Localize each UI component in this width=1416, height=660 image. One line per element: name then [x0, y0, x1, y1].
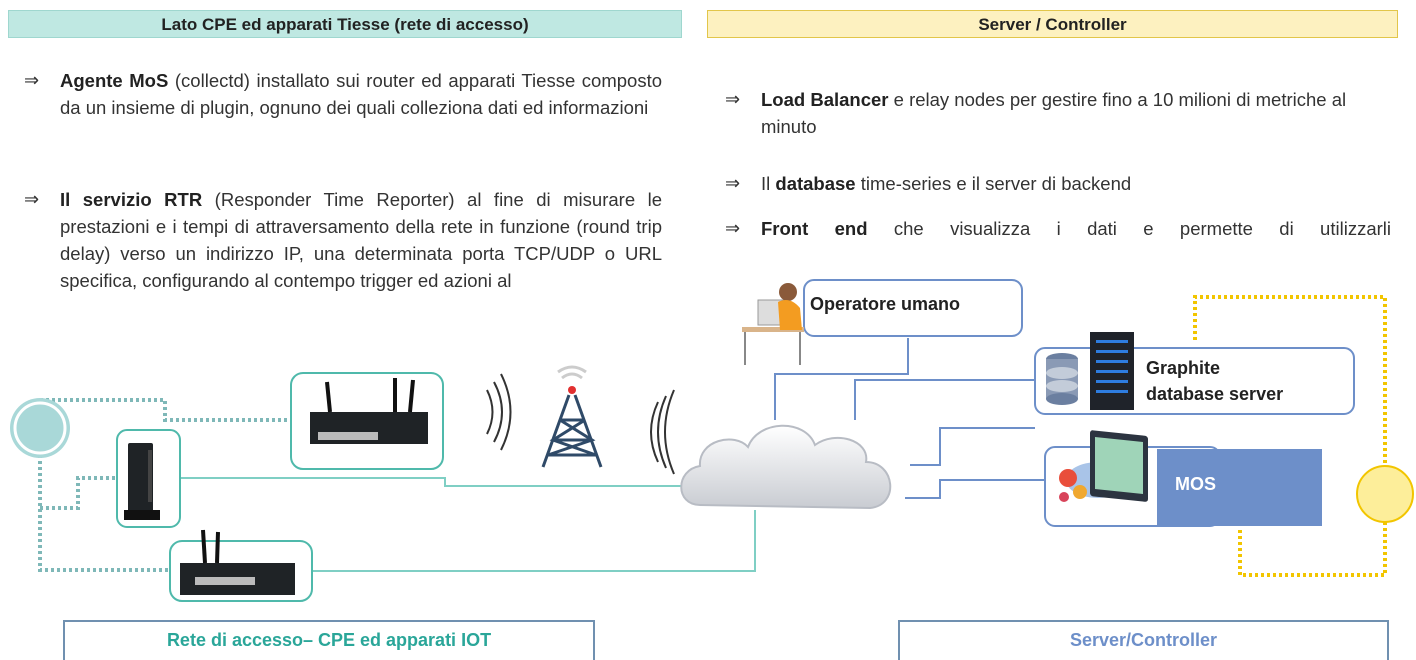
- access-network-label: Rete di accesso– CPE ed apparati IOT: [63, 620, 595, 660]
- bullet-text: che visualizza i dati e permette di util…: [867, 218, 1391, 239]
- bullet-bold: database: [775, 173, 856, 194]
- arrow-icon: ⇒: [24, 70, 40, 90]
- bullet-load-balancer: ⇒ Load Balancer e relay nodes per gestir…: [725, 86, 1391, 140]
- yellow-circle-icon: [1356, 465, 1414, 523]
- right-section-header: Server / Controller: [707, 10, 1398, 38]
- bullet-text: time-series e il server di backend: [855, 173, 1132, 194]
- database-icon: [1046, 353, 1078, 405]
- bullet-bold: Load Balancer: [761, 89, 889, 110]
- router-icon: [124, 443, 160, 520]
- server-icon: [1090, 332, 1134, 410]
- graphite-label-line2: database server: [1146, 384, 1284, 404]
- operator-icon: [742, 283, 804, 365]
- router-icon: [310, 378, 428, 444]
- monitor-icon: [1059, 430, 1148, 502]
- bullet-front-end: ⇒ Front end che visualizza i dati e perm…: [725, 215, 1391, 242]
- arrow-icon: ⇒: [725, 218, 741, 238]
- left-section-header: Lato CPE ed apparati Tiesse (rete di acc…: [8, 10, 682, 38]
- arrow-icon: ⇒: [24, 189, 40, 209]
- arrow-icon: ⇒: [725, 173, 741, 193]
- bullet-bold: Il servizio RTR: [60, 189, 203, 210]
- bullet-text: (Responder Time Reporter) al fine di mis…: [60, 189, 662, 291]
- bullet-rtr: Il servizio RTR (Responder Time Reporter…: [60, 186, 662, 322]
- signal-waves-icon: [486, 373, 675, 475]
- teal-circle-icon: [10, 398, 70, 458]
- bullet-agente-mos: ⇒ Agente MoS (collectd) installato sui r…: [24, 67, 663, 121]
- cloud-icon: [680, 424, 892, 510]
- bullet-text-pre: Il: [761, 173, 771, 194]
- router-icon: [180, 529, 295, 595]
- arrow-icon: ⇒: [725, 89, 741, 109]
- bullet-text: (collectd) installato sui router ed appa…: [60, 70, 663, 118]
- graphite-label-line1: Graphite: [1146, 358, 1221, 378]
- bullet-database: ⇒ Il database time-series e il server di…: [725, 170, 1391, 197]
- tower-icon: [541, 365, 603, 468]
- server-controller-label: Server/Controller: [898, 620, 1389, 660]
- bullet-text: e relay nodes per gestire fino a 10 mili…: [761, 89, 1347, 137]
- bullet-bold: Agente MoS: [60, 70, 169, 91]
- mos-label: MOS: [1175, 474, 1217, 494]
- operator-label: Operatore umano: [810, 294, 961, 314]
- bullet-bold: Front end: [761, 218, 868, 239]
